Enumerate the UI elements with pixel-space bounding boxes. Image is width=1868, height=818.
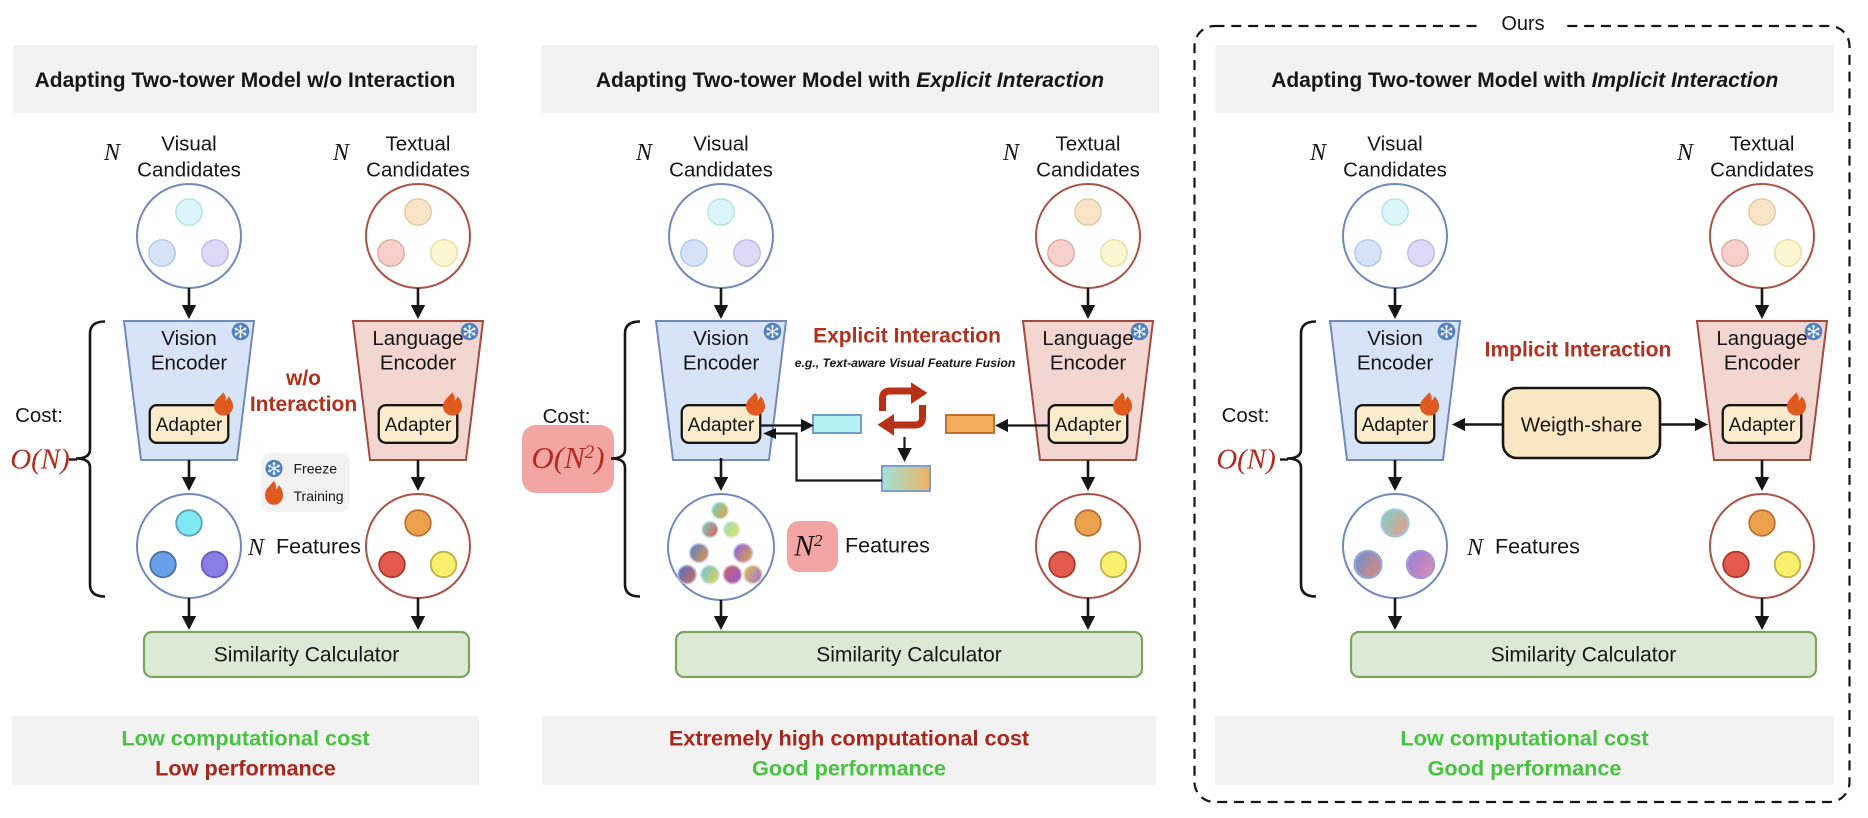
svg-text:N: N <box>247 535 266 561</box>
svg-text:Adapter: Adapter <box>1055 415 1122 436</box>
svg-text:N: N <box>1676 140 1695 166</box>
svg-text:Implicit Interaction: Implicit Interaction <box>1485 339 1672 362</box>
svg-text:Textual: Textual <box>386 133 451 156</box>
svg-text:Candidates: Candidates <box>669 159 773 182</box>
svg-text:Visual: Visual <box>1367 133 1422 156</box>
svg-text:N: N <box>635 140 654 166</box>
svg-text:Features: Features <box>1495 535 1580 559</box>
svg-text:Interaction: Interaction <box>250 393 357 416</box>
svg-text:Encoder: Encoder <box>380 352 457 375</box>
svg-text:Adapter: Adapter <box>1729 415 1796 436</box>
svg-text:Language: Language <box>372 327 463 350</box>
svg-text:Vision: Vision <box>1367 327 1422 350</box>
svg-text:Language: Language <box>1042 327 1133 350</box>
svg-text:O(N): O(N) <box>10 444 70 476</box>
svg-text:Cost:: Cost: <box>15 404 63 427</box>
svg-text:Good performance: Good performance <box>752 756 946 781</box>
svg-text:Adapting Two-tower Model with: Adapting Two-tower Model with Implicit I… <box>1271 69 1778 92</box>
svg-text:Adapting Two-tower Model w/o I: Adapting Two-tower Model w/o Interaction <box>35 69 456 92</box>
svg-text:Explicit Interaction: Explicit Interaction <box>813 325 1001 348</box>
svg-text:Adapter: Adapter <box>1362 415 1429 436</box>
svg-text:N: N <box>1002 140 1021 166</box>
svg-text:e.g., Text-aware Visual Featur: e.g., Text-aware Visual Feature Fusion <box>795 356 1016 370</box>
svg-text:w/o: w/o <box>285 367 321 390</box>
svg-text:Ours: Ours <box>1501 13 1544 35</box>
svg-text:Textual: Textual <box>1730 133 1795 156</box>
svg-text:Candidates: Candidates <box>1343 159 1447 182</box>
svg-text:Cost:: Cost: <box>1222 404 1270 427</box>
svg-text:Features: Features <box>276 535 361 559</box>
svg-text:Vision: Vision <box>693 327 748 350</box>
svg-text:Candidates: Candidates <box>1710 159 1814 182</box>
svg-text:Adapter: Adapter <box>385 415 452 436</box>
svg-text:N: N <box>332 140 351 166</box>
svg-text:N: N <box>1466 535 1485 561</box>
svg-text:Similarity Calculator: Similarity Calculator <box>816 644 1002 667</box>
svg-text:Encoder: Encoder <box>1357 352 1434 375</box>
svg-text:Visual: Visual <box>161 133 216 156</box>
svg-text:Adapter: Adapter <box>156 415 223 436</box>
svg-text:Good performance: Good performance <box>1427 756 1621 781</box>
svg-text:Candidates: Candidates <box>137 159 241 182</box>
svg-text:Training: Training <box>294 488 344 504</box>
svg-text:Low computational cost: Low computational cost <box>1400 726 1648 751</box>
svg-text:N: N <box>1309 140 1328 166</box>
svg-text:Low performance: Low performance <box>155 756 336 781</box>
svg-text:Vision: Vision <box>161 327 216 350</box>
svg-text:Candidates: Candidates <box>1036 159 1140 182</box>
svg-text:Encoder: Encoder <box>1724 352 1801 375</box>
svg-text:Similarity Calculator: Similarity Calculator <box>1491 644 1677 667</box>
svg-text:Encoder: Encoder <box>683 352 760 375</box>
svg-text:Features: Features <box>845 534 930 558</box>
svg-text:Visual: Visual <box>693 133 748 156</box>
svg-text:Candidates: Candidates <box>366 159 470 182</box>
svg-text:O(N): O(N) <box>1216 444 1276 476</box>
svg-text:Encoder: Encoder <box>1050 352 1127 375</box>
svg-text:Weigth-share: Weigth-share <box>1521 414 1643 437</box>
svg-text:Similarity Calculator: Similarity Calculator <box>214 644 400 667</box>
svg-text:Textual: Textual <box>1056 133 1121 156</box>
svg-text:Freeze: Freeze <box>294 461 338 477</box>
svg-text:Extremely high computational c: Extremely high computational cost <box>669 726 1029 751</box>
svg-text:Adapting Two-tower Model with: Adapting Two-tower Model with Explicit I… <box>596 69 1104 92</box>
svg-text:Encoder: Encoder <box>151 352 228 375</box>
svg-text:Cost:: Cost: <box>543 405 591 428</box>
svg-text:Adapter: Adapter <box>688 415 755 436</box>
svg-text:Language: Language <box>1716 327 1807 350</box>
svg-text:Low computational cost: Low computational cost <box>121 726 369 751</box>
svg-text:O(N2): O(N2) <box>531 440 604 475</box>
svg-text:N: N <box>103 140 122 166</box>
